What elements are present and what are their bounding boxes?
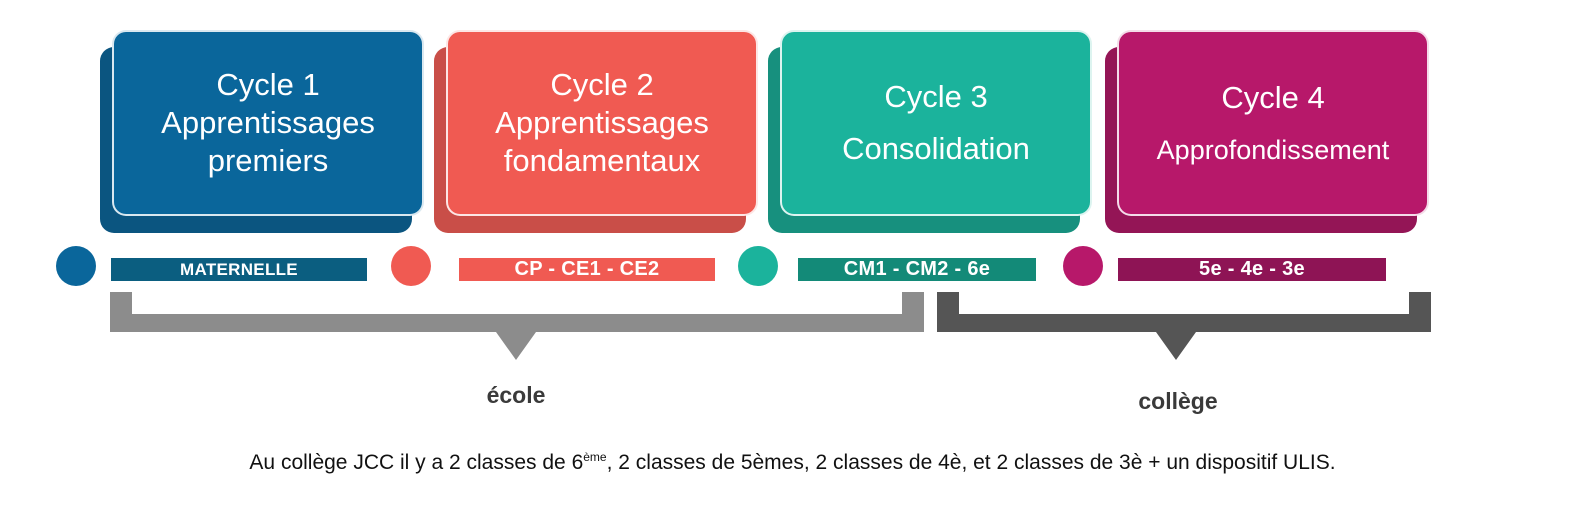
caption: Au collège JCC il y a 2 classes de 6ème,… bbox=[0, 450, 1585, 475]
cycle-2-subtitle: Apprentissages fondamentaux bbox=[495, 105, 709, 178]
cycle-1-dot bbox=[56, 246, 96, 286]
caption-text-2: , 2 classes de 5èmes, 2 classes de 4è, e… bbox=[606, 451, 1336, 474]
cycle-2-classes: CP - CE1 - CE2 bbox=[459, 258, 715, 281]
caption-superscript: ème bbox=[583, 450, 607, 464]
cycle-3-subtitle: Consolidation bbox=[842, 131, 1030, 166]
cycle-1-title: Cycle 1 bbox=[216, 67, 320, 103]
cycle-3-classes: CM1 - CM2 - 6e bbox=[798, 258, 1036, 281]
cycle-2-card-face: Cycle 2 Apprentissages fondamentaux bbox=[446, 30, 758, 216]
college-bracket-shape bbox=[937, 292, 1431, 360]
cycle-3-dot bbox=[738, 246, 778, 286]
cycle-1-subtitle: Apprentissages premiers bbox=[161, 105, 375, 178]
cycle-3-card-face: Cycle 3 Consolidation bbox=[780, 30, 1092, 216]
cycle-4-classes: 5e - 4e - 3e bbox=[1118, 258, 1386, 281]
ecole-label: école bbox=[486, 382, 546, 408]
cycle-4-title: Cycle 4 bbox=[1221, 79, 1325, 115]
ecole-bracket-shape bbox=[110, 292, 924, 360]
cycle-4-subtitle: Approfondissement bbox=[1156, 135, 1390, 166]
cycle-4-card-face: Cycle 4 Approfondissement bbox=[1117, 30, 1429, 216]
cycle-3-title: Cycle 3 bbox=[884, 79, 988, 115]
college-label: collège bbox=[1138, 388, 1218, 414]
caption-text-1: Au collège JCC il y a 2 classes de 6 bbox=[249, 451, 584, 474]
cycle-2-title: Cycle 2 bbox=[550, 67, 654, 103]
cycle-1-card-face: Cycle 1 Apprentissages premiers bbox=[112, 30, 424, 216]
cycle-1-classes: MATERNELLE bbox=[111, 258, 367, 281]
cycle-4-dot bbox=[1063, 246, 1103, 286]
cycle-2-dot bbox=[391, 246, 431, 286]
